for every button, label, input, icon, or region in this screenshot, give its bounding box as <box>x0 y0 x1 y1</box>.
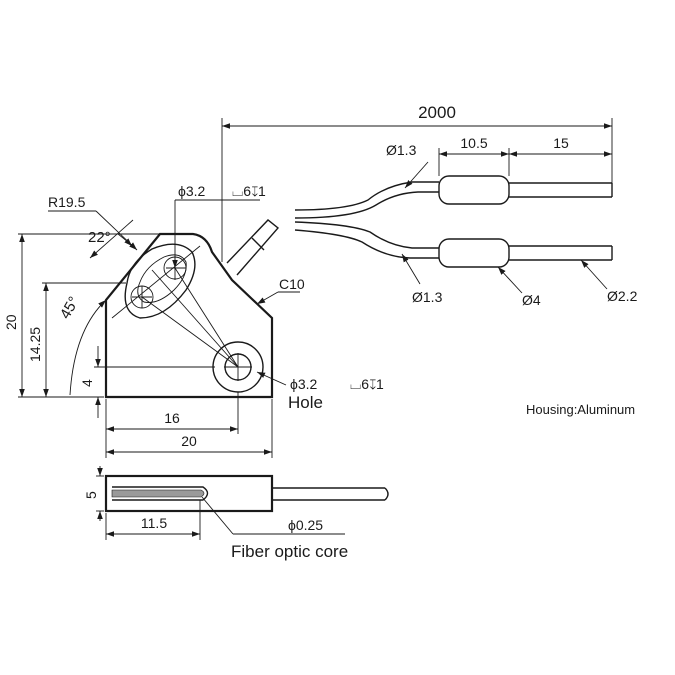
slot-inner <box>137 254 187 303</box>
body-outline <box>104 232 274 399</box>
label-angle-22: 22° <box>88 229 111 246</box>
label-hole: Hole <box>288 393 323 412</box>
cable-exit <box>226 219 280 276</box>
label-top-hole-depth: ⌴6↧1 <box>232 183 266 199</box>
label-15: 15 <box>553 135 569 151</box>
label-10-5: 10.5 <box>460 135 487 151</box>
radius-line <box>174 267 239 368</box>
sensor-body-side-view <box>104 474 389 513</box>
angle-line-a <box>89 219 134 259</box>
label-height-20: 20 <box>3 314 19 330</box>
leader-core <box>201 496 234 535</box>
slot-centerline <box>111 245 201 319</box>
label-width-16: 16 <box>164 410 180 426</box>
label-thickness: 5 <box>83 491 99 499</box>
sensor-body-top-view <box>104 232 274 399</box>
side-view-dimensions: 5 11.5 ϕ0.25 Fiber optic core <box>83 466 348 561</box>
lower-sleeve <box>438 238 510 268</box>
label-chamfer: C10 <box>279 276 305 292</box>
label-core-offset: 11.5 <box>141 515 167 531</box>
leader-upper-dia <box>404 161 429 189</box>
cable-stub <box>226 219 280 276</box>
label-lower-dia: Ø1.3 <box>412 289 443 305</box>
lower-cable-bottom-edge <box>294 229 439 259</box>
label-core-dia: ϕ0.25 <box>288 517 323 533</box>
label-height-4: 4 <box>79 379 95 387</box>
leader-sleeve-dia <box>497 266 523 294</box>
label-angle-45: 45° <box>57 294 83 322</box>
side-cable-end <box>384 487 389 501</box>
label-bottom-hole-depth: ⌴6↧1 <box>350 376 384 392</box>
label-upper-dia: Ø1.3 <box>386 142 417 158</box>
label-tip-dia: Ø2.2 <box>607 288 638 304</box>
housing-note: Housing:Aluminum <box>526 402 635 417</box>
upper-cable <box>294 175 613 219</box>
angle-arc-22 <box>117 233 133 247</box>
cable-divider <box>251 237 265 251</box>
radius-line <box>141 296 239 368</box>
upper-sleeve <box>438 175 510 205</box>
label-bottom-hole: ϕ3.2 <box>290 376 318 392</box>
lower-cable-top-edge <box>294 221 439 249</box>
angle-arc-45 <box>69 299 107 396</box>
radius-line <box>151 269 239 368</box>
side-body <box>104 474 274 513</box>
label-2000: 2000 <box>418 103 456 122</box>
label-sleeve-dia: Ø4 <box>522 292 541 308</box>
leader-tip-dia <box>580 259 608 290</box>
upper-cable-bottom-edge <box>294 191 439 219</box>
slot-outer <box>124 243 196 319</box>
label-height-1425: 14.25 <box>27 327 43 362</box>
leader-bottom-hole <box>256 371 287 386</box>
upper-cable-top-edge <box>294 181 439 211</box>
label-core: Fiber optic core <box>231 542 348 561</box>
fiber-channel <box>112 486 209 501</box>
label-width-20: 20 <box>181 433 197 449</box>
dimensions: 2000 10.5 15 Ø1.3 Ø1.3 Ø4 Ø2.2 R19.5 22°… <box>3 103 638 458</box>
label-radius: R19.5 <box>48 194 86 210</box>
leader-lower-dia <box>401 253 421 285</box>
label-top-hole: ϕ3.2 <box>178 183 206 199</box>
leader-chamfer <box>256 291 279 305</box>
fiber-core <box>111 489 205 498</box>
lower-cable <box>294 221 613 268</box>
